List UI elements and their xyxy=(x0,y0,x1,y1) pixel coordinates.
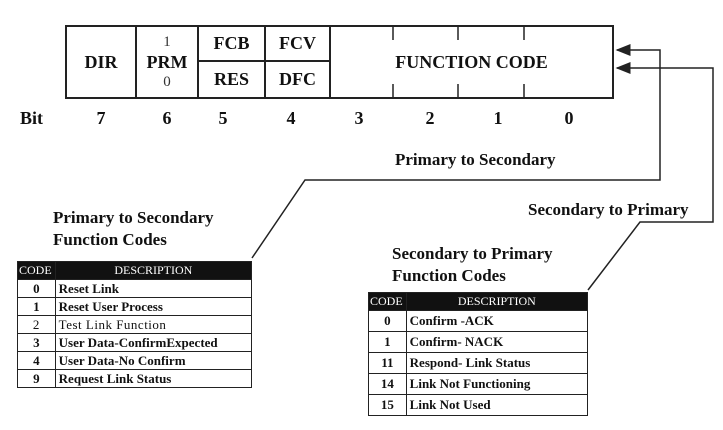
function-code-label: FUNCTION CODE xyxy=(395,51,548,72)
description-column-header: DESCRIPTION xyxy=(54,261,253,280)
fcb-label: FCB xyxy=(213,33,250,53)
description-cell: Link Not Functioning xyxy=(405,373,589,395)
prm-field: 1 PRM 0 xyxy=(136,26,198,98)
dir-field: DIR xyxy=(66,26,136,98)
prm-zero: 0 xyxy=(163,74,171,90)
bit-1: 1 xyxy=(493,108,503,128)
res-field: RES xyxy=(198,61,265,98)
primary-function-codes-table: CODE DESCRIPTION 0 Reset Link 1 Reset Us… xyxy=(17,261,253,388)
table-row: 9 Request Link Status xyxy=(17,369,253,388)
description-cell: Reset User Process xyxy=(54,297,253,316)
dfc-field: DFC xyxy=(265,61,330,98)
fcb-field: FCB xyxy=(198,26,265,61)
secondary-table-heading: Secondary to Primary Function Codes xyxy=(392,243,553,287)
code-cell: 0 xyxy=(17,279,56,298)
code-cell: 2 xyxy=(17,315,56,334)
secondary-heading-line1: Secondary to Primary xyxy=(392,244,553,263)
description-cell: User Data-ConfirmExpected xyxy=(54,333,253,352)
secondary-function-codes-table: CODE DESCRIPTION 0 Confirm -ACK 1 Confir… xyxy=(368,292,589,416)
description-cell: Link Not Used xyxy=(405,394,589,416)
description-cell: Request Link Status xyxy=(54,369,253,388)
secondary-to-primary-connector xyxy=(587,62,714,291)
primary-to-secondary-connector xyxy=(251,44,661,259)
description-cell: Reset Link xyxy=(54,279,253,298)
primary-table-heading: Primary to Secondary Function Codes xyxy=(53,207,214,251)
primary-heading-line1: Primary to Secondary xyxy=(53,208,214,227)
primary-heading-line2: Function Codes xyxy=(53,230,167,249)
code-cell: 1 xyxy=(17,297,56,316)
bit-7: 7 xyxy=(96,108,106,128)
dir-label: DIR xyxy=(84,51,118,72)
table-row: 1 Confirm- NACK xyxy=(368,331,589,353)
code-cell: 1 xyxy=(368,331,407,353)
secondary-heading-line2: Function Codes xyxy=(392,266,506,285)
code-cell: 9 xyxy=(17,369,56,388)
table-row: 0 Reset Link xyxy=(17,279,253,298)
fcv-field: FCV xyxy=(265,26,330,61)
res-label: RES xyxy=(213,69,249,89)
description-cell: Confirm- NACK xyxy=(405,331,589,353)
prm-one: 1 xyxy=(163,34,171,50)
table-row: 1 Reset User Process xyxy=(17,297,253,316)
primary-to-secondary-label: Primary to Secondary xyxy=(395,150,556,169)
table-row: 11 Respond- Link Status xyxy=(368,352,589,374)
code-cell: 14 xyxy=(368,373,407,395)
code-cell: 3 xyxy=(17,333,56,352)
code-cell: 11 xyxy=(368,352,407,374)
description-cell: Confirm -ACK xyxy=(405,310,589,332)
description-column-header: DESCRIPTION xyxy=(405,292,589,311)
bit-3: 3 xyxy=(354,108,364,128)
code-cell: 15 xyxy=(368,394,407,416)
register-outline xyxy=(65,25,614,99)
bit-0: 0 xyxy=(564,108,574,128)
table-row: 2 Test Link Function xyxy=(17,315,253,334)
table-header-row: CODE DESCRIPTION xyxy=(17,261,253,280)
table-row: 14 Link Not Functioning xyxy=(368,373,589,395)
bit-2: 2 xyxy=(425,108,435,128)
function-code-field: FUNCTION CODE xyxy=(330,26,613,98)
secondary-to-primary-label: Secondary to Primary xyxy=(528,200,689,219)
bit-4: 4 xyxy=(286,108,296,128)
table-row: 0 Confirm -ACK xyxy=(368,310,589,332)
bit-5: 5 xyxy=(218,108,228,128)
description-cell: Test Link Function xyxy=(54,315,253,334)
table-row: 4 User Data-No Confirm xyxy=(17,351,253,370)
code-column-header: CODE xyxy=(368,292,407,311)
code-column-header: CODE xyxy=(17,261,56,280)
code-cell: 0 xyxy=(368,310,407,332)
code-cell: 4 xyxy=(17,351,56,370)
fcv-label: FCV xyxy=(279,33,316,53)
description-cell: User Data-No Confirm xyxy=(54,351,253,370)
table-row: 3 User Data-ConfirmExpected xyxy=(17,333,253,352)
bit-label: Bit xyxy=(20,108,44,128)
table-row: 15 Link Not Used xyxy=(368,394,589,416)
prm-label: PRM xyxy=(146,52,188,72)
dfc-label: DFC xyxy=(279,69,316,89)
bit-6: 6 xyxy=(162,108,172,128)
table-header-row: CODE DESCRIPTION xyxy=(368,292,589,311)
description-cell: Respond- Link Status xyxy=(405,352,589,374)
